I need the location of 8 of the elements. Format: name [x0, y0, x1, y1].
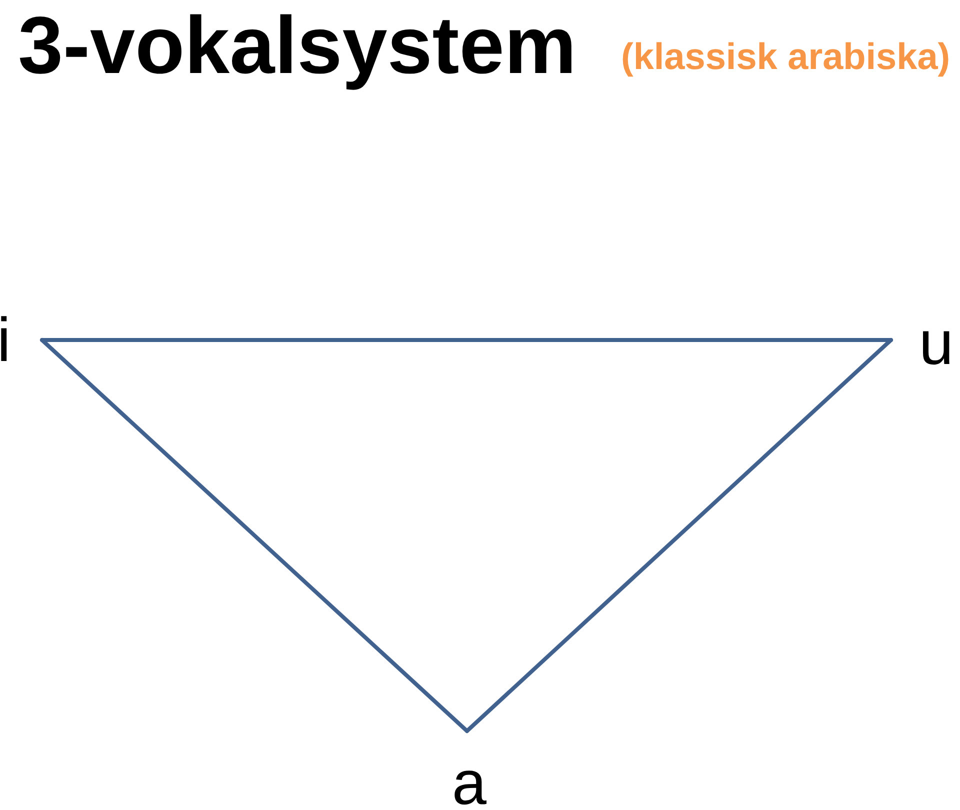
connector-line [40, 338, 469, 733]
connector-line [40, 338, 893, 342]
vowel-label: a [452, 759, 486, 809]
subtitle: (klassisk arabiska) [621, 36, 950, 78]
title: 3-vokalsystem [18, 0, 576, 92]
vowel-label: i [0, 316, 11, 366]
connector-line [465, 338, 893, 733]
vowel-label: u [919, 319, 954, 369]
